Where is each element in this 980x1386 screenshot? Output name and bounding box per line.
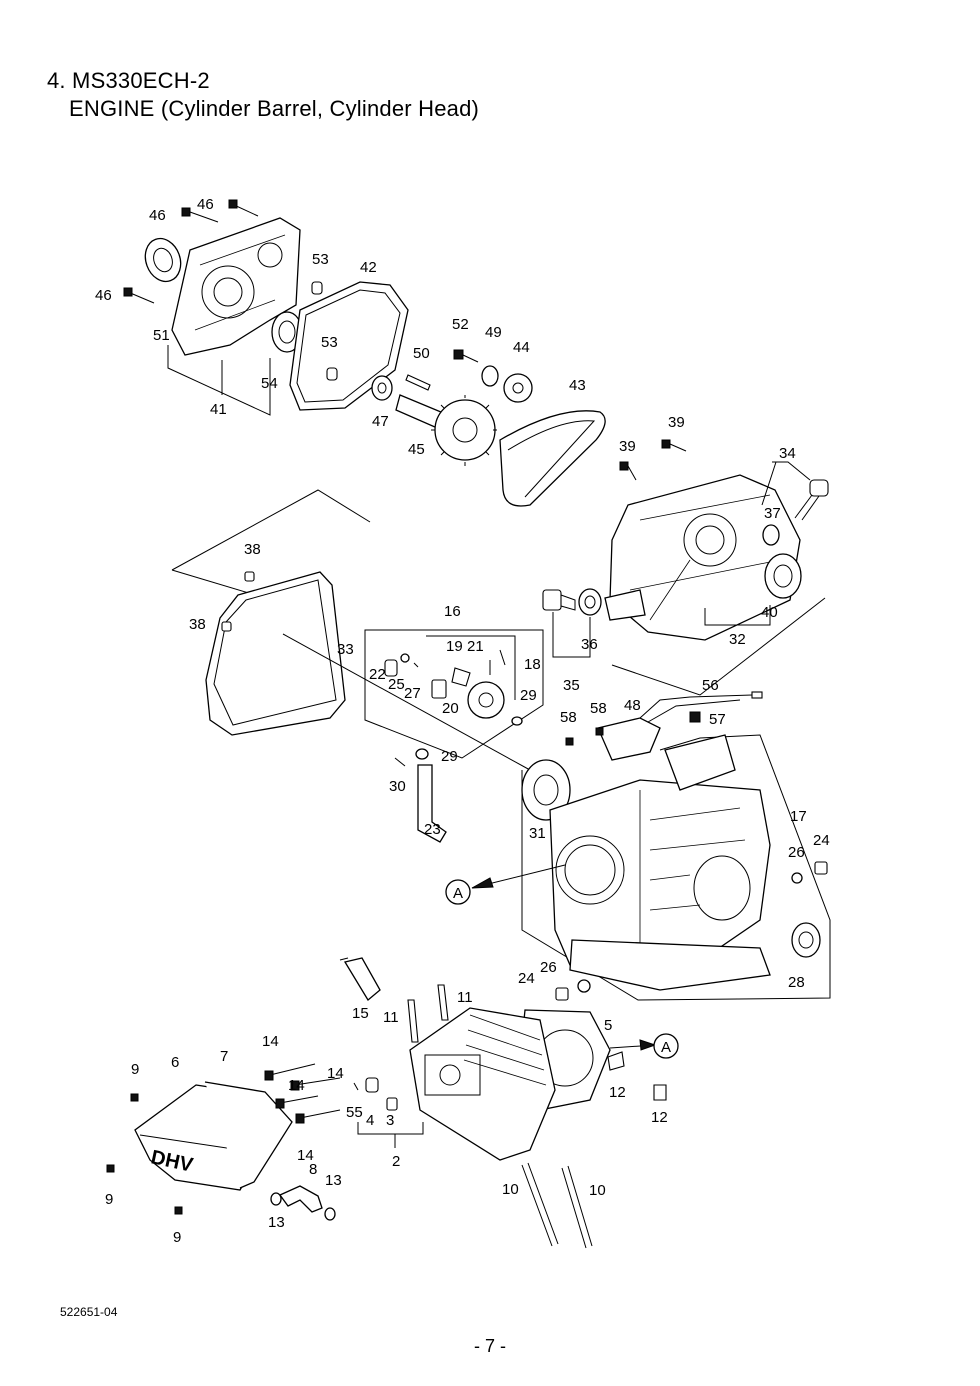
callout: A	[661, 1039, 671, 1056]
callout: 14	[297, 1147, 314, 1164]
callout: 41	[210, 401, 227, 418]
callout: 35	[563, 677, 580, 694]
callout: 46	[197, 196, 214, 213]
callout: 17	[790, 808, 807, 825]
callout: 6	[171, 1054, 179, 1071]
camshaft-chain-group	[371, 349, 687, 507]
governor-assembly-group	[364, 629, 544, 759]
callout: 49	[485, 324, 502, 341]
callout: 48	[624, 697, 641, 714]
callout: 56	[702, 677, 719, 694]
crankcase-cover-group	[604, 461, 829, 696]
callout: 12	[609, 1084, 626, 1101]
callout: 3	[386, 1112, 394, 1129]
callout: 11	[383, 1009, 399, 1026]
callout: 57	[709, 711, 726, 728]
callout: 37	[764, 505, 781, 522]
callout: 9	[105, 1191, 113, 1208]
callout: 46	[149, 207, 166, 224]
crankcase-gasket-group	[171, 489, 531, 771]
callout: 9	[131, 1061, 139, 1078]
callout: 53	[321, 334, 338, 351]
callout: 42	[360, 259, 377, 276]
callout: 38	[189, 616, 206, 633]
callout: 31	[529, 825, 546, 842]
callout: 55	[346, 1104, 363, 1121]
callout: 5	[604, 1017, 612, 1034]
callout: 10	[502, 1181, 519, 1198]
callout: 25	[388, 676, 405, 693]
callout: 43	[569, 377, 586, 394]
callout: 20	[442, 700, 459, 717]
drain-plug-group	[542, 588, 602, 658]
callout-labels: 46 46 46 51 41 53 42 54 53 50 52 49 44 4…	[95, 196, 830, 1246]
callout: 18	[524, 656, 541, 673]
callout: 52	[452, 316, 469, 333]
document-code: 522651-04	[60, 1305, 118, 1319]
callout: 39	[619, 438, 636, 455]
callout: A	[453, 885, 463, 902]
callout: 58	[560, 709, 577, 726]
callout: 12	[651, 1109, 668, 1126]
reference-circle-a	[445, 879, 471, 905]
callout: 13	[268, 1214, 285, 1231]
callout: 23	[424, 821, 441, 838]
callout: 15	[352, 1005, 369, 1022]
callout: 53	[312, 251, 329, 268]
callout: 45	[408, 441, 425, 458]
callout: 27	[404, 685, 421, 702]
page-title-section: ENGINE (Cylinder Barrel, Cylinder Head)	[69, 96, 480, 121]
callout: 51	[153, 327, 170, 344]
callout: 26	[788, 844, 805, 861]
callout: 8	[309, 1161, 317, 1178]
callout: 38	[244, 541, 261, 558]
callout: 14	[262, 1033, 279, 1050]
callout: 36	[581, 636, 598, 653]
callout: 9	[173, 1229, 181, 1246]
head-cover-group: DHV	[106, 1063, 341, 1221]
callout: 54	[261, 375, 278, 392]
callout: 39	[668, 414, 685, 431]
callout: 29	[520, 687, 537, 704]
callout: 44	[513, 339, 530, 356]
callout: 13	[325, 1172, 342, 1189]
callout: 19	[446, 638, 463, 655]
callout: 2	[392, 1153, 400, 1170]
reference-circle-a	[653, 1033, 679, 1059]
callout: 26	[540, 959, 557, 976]
cylinder-barrel-group	[471, 734, 831, 1001]
page-title-model: 4. MS330ECH-2	[47, 68, 210, 93]
callout: 14	[327, 1065, 344, 1082]
callout: 32	[729, 631, 746, 648]
callout: 28	[788, 974, 805, 991]
callout: 21	[467, 638, 484, 655]
callout: 47	[372, 413, 389, 430]
callout: 29	[441, 748, 458, 765]
callout: 50	[413, 345, 430, 362]
callout: 10	[589, 1182, 606, 1199]
callout: 7	[220, 1048, 228, 1065]
oil-sensor-group	[565, 691, 763, 761]
callout: 24	[813, 832, 830, 849]
callout: 40	[761, 604, 778, 621]
callout: 30	[389, 778, 406, 795]
page-number: - 7 -	[473, 1336, 506, 1356]
callout: 58	[590, 700, 607, 717]
callout: 16	[444, 603, 461, 620]
callout: 4	[366, 1112, 374, 1129]
callout: 46	[95, 287, 112, 304]
callout: 34	[779, 445, 796, 462]
callout: 24	[518, 970, 535, 987]
cylinder-head-group	[339, 957, 667, 1249]
breather-group	[394, 748, 447, 843]
callout: 22	[369, 666, 386, 683]
callout: 33	[337, 641, 354, 658]
callout: 14	[288, 1077, 305, 1094]
callout: 11	[457, 989, 473, 1006]
